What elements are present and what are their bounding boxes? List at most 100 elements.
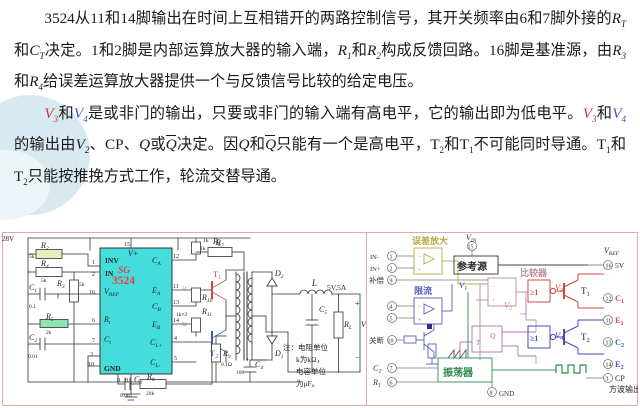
label-r6: R6 bbox=[212, 237, 221, 248]
para1-text-5: 构成反馈回路。16脚是基准源，由 bbox=[380, 41, 613, 59]
value-r9: 0.1Ω bbox=[221, 362, 232, 368]
pin-num-b12: 12 bbox=[606, 297, 612, 303]
error-amp-plus: + bbox=[418, 268, 422, 274]
r1-base: R bbox=[337, 41, 347, 59]
t2-sub: 2 bbox=[439, 145, 445, 156]
application-schematic: 28V R2 5k R4 5k R3 5k C1 0.1 R5 2k C2 0.… bbox=[2, 235, 366, 401]
para2-text-3: 和 bbox=[596, 104, 613, 122]
marker-eb: 52 bbox=[182, 323, 188, 328]
symbol-v3-b: V3 bbox=[583, 105, 597, 124]
ic-label-ca: CA bbox=[152, 256, 161, 267]
value-r5: 2k bbox=[46, 330, 52, 336]
junction-dot bbox=[427, 324, 432, 329]
v4b-sub: 4 bbox=[621, 113, 627, 124]
cp-caption: 方波输出 bbox=[609, 384, 638, 394]
para2-text-6: 或 bbox=[150, 136, 166, 154]
pin-circle-12 bbox=[603, 293, 613, 303]
ic-label-vref: VREF bbox=[104, 287, 120, 298]
output-label: 5V,5A bbox=[327, 283, 347, 292]
para2-text-10: 和T bbox=[444, 136, 469, 154]
pin-num-b15: 15 bbox=[468, 245, 474, 251]
ic-label-vplus2: V+ bbox=[128, 249, 138, 258]
right-label-e2: E2 bbox=[615, 359, 624, 371]
pin-num-b8: 8 bbox=[490, 391, 493, 397]
ic-label-ct: Ct bbox=[104, 335, 111, 346]
value-r4: 5k bbox=[41, 278, 47, 284]
symbol-qbar-2: Q bbox=[265, 136, 277, 154]
pin-num-b5: 5 bbox=[390, 317, 393, 323]
node-label-v2: V2 bbox=[504, 300, 512, 312]
right-label-c2: C2 bbox=[615, 337, 624, 349]
label-d2: D2 bbox=[274, 269, 284, 280]
comparator-title: 比较器 bbox=[520, 267, 548, 278]
para2-text-11: 不可能同时导通。T bbox=[473, 136, 607, 154]
right-label-5v: 5V bbox=[615, 261, 625, 270]
paragraph-2: V3和V4是或非门的输出，只要或非门的输入端有高电平，它的输出即为低电平。V3和… bbox=[14, 101, 626, 196]
para2-text-4: 的输出由 bbox=[14, 136, 76, 154]
para2-text-2: 是或非门的输出，只要或非门的输入端有高电平，它的输出即为低电平。 bbox=[87, 104, 583, 122]
label-t2: T2 bbox=[210, 348, 218, 360]
pin-num-6: 6 bbox=[92, 318, 95, 324]
nor2-symbol: ≥1 bbox=[530, 334, 538, 343]
para1-text-4: 和 bbox=[351, 41, 368, 59]
node-label-v1: V1 bbox=[459, 280, 467, 292]
pin-num-b16: 16 bbox=[606, 264, 612, 270]
r4-base: R bbox=[29, 73, 39, 91]
label-r9: R9 bbox=[222, 349, 231, 360]
r2-sub: 2 bbox=[376, 50, 381, 61]
nor1-bubble bbox=[549, 287, 557, 295]
figure-divider bbox=[366, 232, 367, 406]
v4-sub: 4 bbox=[83, 113, 88, 124]
para1-text-3: 决定。1和2脚是内部运算放大器的输入端， bbox=[44, 41, 338, 59]
symbol-q-2: Q bbox=[238, 136, 250, 154]
reference-title: 参考源 bbox=[457, 260, 487, 273]
note-line-2: 电容单位 bbox=[296, 366, 326, 376]
label-c4: C4 bbox=[255, 360, 263, 371]
pin-num-b1: 1 bbox=[390, 255, 393, 261]
c4-polarity: + bbox=[246, 358, 250, 364]
value-c3: 0.001 bbox=[120, 393, 133, 399]
para2-text-1: 和 bbox=[58, 104, 74, 122]
pin-num-2: 2 bbox=[92, 272, 95, 278]
current-limit-plus: + bbox=[418, 318, 422, 324]
pin-num-5: 5 bbox=[174, 356, 177, 362]
v4-base: V bbox=[73, 104, 84, 122]
output-plus: + bbox=[355, 299, 360, 308]
note-block: 注：电阻单位 k为kΩ， 电容单位 为μF。 bbox=[283, 342, 328, 388]
block-label-t2: T2 bbox=[581, 332, 590, 344]
v4b-base: V bbox=[612, 104, 622, 122]
label-l: L bbox=[311, 278, 317, 288]
pin-num-b9: 9 bbox=[390, 279, 393, 285]
r3-base: R bbox=[612, 41, 622, 59]
ic-label-clm: CL- bbox=[150, 358, 160, 369]
error-amp-minus: − bbox=[418, 254, 422, 260]
pin-num-3: 3 bbox=[90, 352, 93, 358]
r2-base: R bbox=[367, 41, 377, 59]
symbol-qbar: Q bbox=[165, 136, 177, 154]
pin-label-shutdown: 关断 bbox=[369, 335, 384, 345]
comparator-plus: + bbox=[492, 298, 496, 304]
flipflop-q-label: Q bbox=[490, 331, 496, 340]
ic-label-cb: CB bbox=[152, 302, 161, 313]
symbol-q: Q bbox=[139, 136, 151, 154]
current-limit-title: 限流 bbox=[414, 285, 432, 296]
value-c4: 100 bbox=[236, 370, 245, 376]
right-label-vref: VREF bbox=[604, 246, 620, 257]
symbol-v4-b: V4 bbox=[612, 104, 627, 124]
note-line-0: 注：电阻单位 bbox=[283, 342, 328, 352]
pin-num-9: 9 bbox=[117, 378, 120, 384]
v3b-sub: 3 bbox=[592, 113, 597, 124]
label-r4: R4 bbox=[40, 259, 49, 270]
pin-num-1: 1 bbox=[92, 260, 95, 266]
label-c3: C3 bbox=[134, 375, 142, 386]
label-r3: R3 bbox=[56, 279, 65, 290]
label-r11: R11 bbox=[201, 307, 212, 318]
rt-sub: T bbox=[620, 19, 626, 30]
pin-label-ct: CT bbox=[373, 364, 382, 375]
body-text: 3524从11和14脚输出在时间上互相错开的两路控制信号，其开关频率由6和7脚外… bbox=[0, 0, 640, 195]
pin-num-14: 14 bbox=[173, 318, 179, 324]
ic-label-ea: EA bbox=[151, 286, 161, 297]
node-label-v4: V4 bbox=[555, 330, 563, 342]
symbol-ct: CT bbox=[29, 42, 44, 61]
para2-text-12: 和T bbox=[14, 136, 627, 185]
